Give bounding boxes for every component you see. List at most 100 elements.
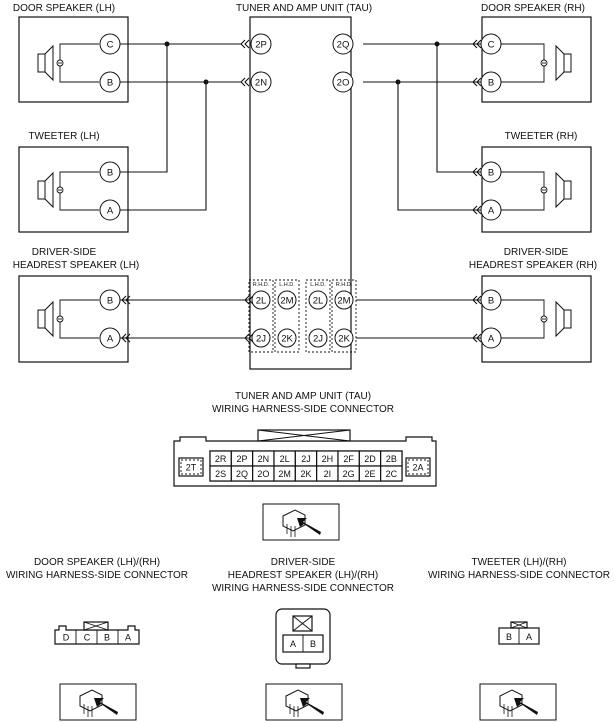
tau-connector-cell-label: 2D	[364, 454, 376, 464]
tau-connector-cell-label: 2K	[300, 469, 311, 479]
tau-pin-2l-rhd: 2L	[256, 296, 267, 307]
door-rh-pin-b: B	[488, 78, 494, 89]
headrest-rh-pin-b: B	[488, 296, 494, 307]
rhd-tag-left: R.H.D.	[253, 282, 270, 288]
headrest-connector-cell-b: B	[310, 639, 316, 649]
tau-connector-cell-label: 2O	[257, 469, 269, 479]
pin-circle	[308, 328, 328, 348]
plug-insertion-icon	[59, 683, 137, 721]
pin-circle	[277, 290, 297, 310]
tau-connector-cell-label: 2S	[215, 469, 226, 479]
tweeter-connector-cell-a: A	[526, 632, 532, 642]
door-connector-cell-a: A	[125, 633, 131, 643]
tau-unit-box	[249, 16, 352, 370]
rhd-group-right	[331, 279, 357, 353]
tweeter-rh-title: TWEETER (RH)	[505, 131, 578, 142]
lhd-group-right	[305, 279, 331, 353]
tau-connector-cell-label: 2J	[301, 454, 311, 464]
connector-chevron-icon	[472, 333, 478, 343]
door-connector-cell-b: B	[104, 633, 110, 643]
connector-chevron-icon	[476, 333, 482, 343]
headrest-connector-cell-a: A	[290, 639, 296, 649]
headrest-rh-title-line1: DRIVER-SIDE	[504, 247, 569, 258]
ground-symbol-icon	[540, 315, 548, 323]
pin-circle	[251, 290, 271, 310]
tau-connector-cell-label: 2H	[322, 454, 334, 464]
tau-pin-2q: 2Q	[337, 40, 350, 51]
lhd-tag-right: L.H.D.	[310, 282, 326, 288]
connector-chevron-icon	[476, 167, 482, 177]
rhd-group-left	[248, 279, 274, 353]
tau-pin-2p: 2P	[255, 40, 267, 51]
headrest-lh-pin-b: B	[107, 296, 113, 307]
pin-circle	[308, 290, 328, 310]
headrest-rh-box	[481, 275, 592, 363]
connector-chevron-icon	[125, 295, 131, 305]
wires-right	[356, 41, 481, 339]
lhd-group-left	[274, 279, 300, 353]
pin-circle	[250, 71, 272, 93]
door-connector	[54, 621, 140, 645]
tau-connector-cell-label: 2N	[258, 454, 270, 464]
headrest-connector	[275, 608, 331, 669]
tau-connector-tag-2t: 2T	[186, 463, 197, 473]
ground-symbol-icon	[56, 315, 64, 323]
connector-chevron-icon	[476, 77, 482, 87]
connector-chevron-icon	[244, 333, 250, 343]
pin-circle	[277, 328, 297, 348]
ground-symbol-icon	[540, 186, 548, 194]
door-lh-pin-b: B	[107, 78, 113, 89]
tau-connector-title-line2: WIRING HARNESS-SIDE CONNECTOR	[212, 404, 394, 415]
tau-connector-cell-label: 2P	[236, 454, 247, 464]
tweeter-connector-cell-b: B	[506, 632, 512, 642]
pin-circle	[250, 33, 272, 55]
tweeter-lh-title: TWEETER (LH)	[28, 131, 99, 142]
connector-chevron-icon	[240, 77, 246, 87]
tweeter-lh-pin-a: A	[107, 206, 114, 217]
tau-pin-2j-rhd: 2J	[256, 334, 266, 345]
connector-chevron-icon	[244, 77, 250, 87]
tau-connector-cell-label: 2G	[343, 469, 355, 479]
tweeter-rh-box	[481, 146, 592, 233]
ground-symbol-icon	[540, 59, 548, 67]
plug-insertion-icon	[479, 683, 557, 721]
tweeter-rh-pin-a: A	[488, 206, 495, 217]
door-speaker-lh-title: DOOR SPEAKER (LH)	[13, 3, 115, 14]
headrest-lh-box	[18, 275, 129, 363]
tau-pin-2o: 2O	[337, 78, 350, 89]
door-connector-cell-c: C	[84, 633, 91, 643]
door-rh-pin-c: C	[488, 40, 495, 51]
tau-pin-2m-rhd: 2M	[337, 296, 350, 307]
headrest-lh-title-line1: DRIVER-SIDE	[32, 247, 97, 258]
connector-chevron-icon	[240, 39, 246, 49]
tau-connector-tag-2a: 2A	[412, 463, 423, 473]
connector-chevron-icon	[476, 295, 482, 305]
headrest-lh-title-line2: HEADREST SPEAKER (LH)	[13, 260, 140, 271]
tau-connector-cell-label: 2C	[386, 469, 398, 479]
lhd-tag-left: L.H.D.	[279, 282, 295, 288]
tweeter-rh-pin-b: B	[488, 168, 494, 179]
tweeter-lh-pin-b: B	[107, 168, 113, 179]
connector-chevron-icon	[121, 295, 127, 305]
tau-pin-2k-lhd: 2K	[281, 334, 293, 345]
door-speaker-rh-box	[481, 16, 592, 103]
tau-connector-cell-label: 2L	[280, 454, 290, 464]
connector-chevron-icon	[244, 295, 250, 305]
tau-connector-cell-label: 2Q	[236, 469, 248, 479]
ground-symbol-icon	[56, 59, 64, 67]
pin-circle	[332, 33, 354, 55]
pin-circle	[334, 328, 354, 348]
pin-circle	[251, 328, 271, 348]
connector-chevron-icon	[472, 77, 478, 87]
rhd-tag-right: R.H.D.	[336, 282, 353, 288]
tau-pin-2j-lhd: 2J	[313, 334, 323, 345]
tau-title: TUNER AND AMP UNIT (TAU)	[236, 3, 372, 14]
connector-chevron-icon	[472, 205, 478, 215]
ground-symbol-icon	[56, 186, 64, 194]
connector-chevron-icon	[476, 205, 482, 215]
headrest-rh-title-line2: HEADREST SPEAKER (RH)	[469, 260, 597, 271]
tau-connector-cell-label: 2E	[364, 469, 375, 479]
tweeter-connector-title-line1: TWEETER (LH)/(RH)	[472, 557, 567, 568]
connector-chevron-icon	[125, 333, 131, 343]
